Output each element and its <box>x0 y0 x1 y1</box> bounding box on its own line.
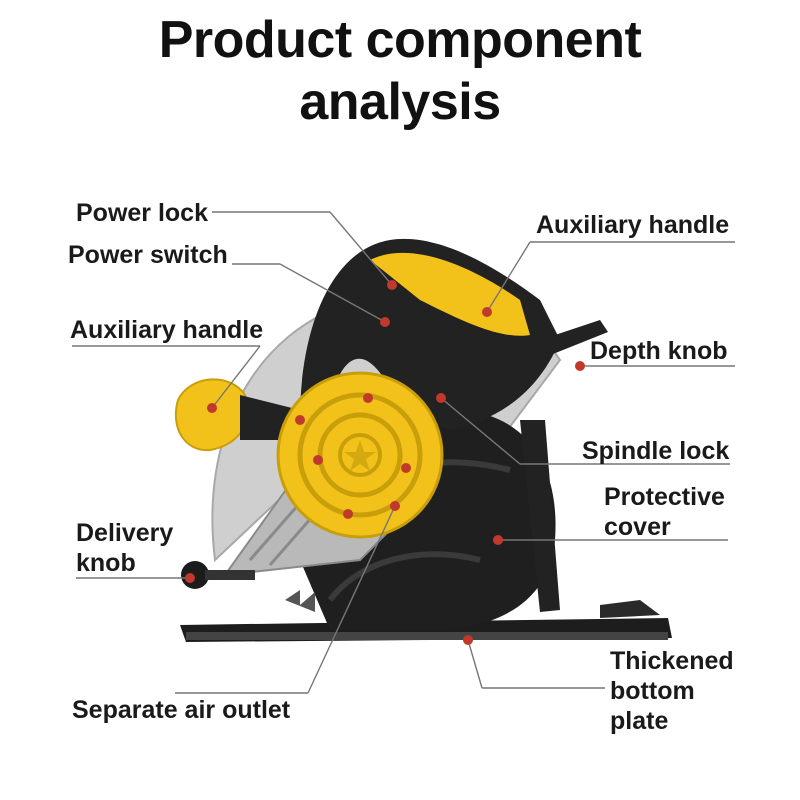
label-depth-knob: Depth knob <box>590 337 728 365</box>
label-protective-cover-line-1: Protective <box>604 483 725 511</box>
label-bottom-plate-line-3: plate <box>610 707 669 735</box>
leader-lines <box>72 211 735 694</box>
label-air-outlet: Separate air outlet <box>72 696 291 724</box>
page-title-line-2: analysis <box>299 73 501 131</box>
label-protective-cover-line-2: cover <box>604 513 671 541</box>
depth-knob-rod <box>540 320 608 356</box>
marker-dots <box>185 280 585 645</box>
leader-plate <box>467 639 483 689</box>
label-power-lock: Power lock <box>76 199 208 227</box>
label-power-switch: Power switch <box>68 241 228 269</box>
label-bottom-plate-line-2: bottom <box>610 677 695 705</box>
label-aux-handle-right: Auxiliary handle <box>536 211 730 239</box>
label-delivery-knob-line-2: knob <box>76 549 136 577</box>
page-title: Product component <box>158 11 642 69</box>
delivery-knob-shape <box>181 561 209 589</box>
label-bottom-plate-line-1: Thickened <box>610 647 734 675</box>
label-delivery-knob-line-1: Delivery <box>76 519 174 547</box>
bottom-plate-edge <box>186 632 668 640</box>
label-aux-handle-left: Auxiliary handle <box>70 316 264 344</box>
label-spindle-lock: Spindle lock <box>582 437 730 465</box>
